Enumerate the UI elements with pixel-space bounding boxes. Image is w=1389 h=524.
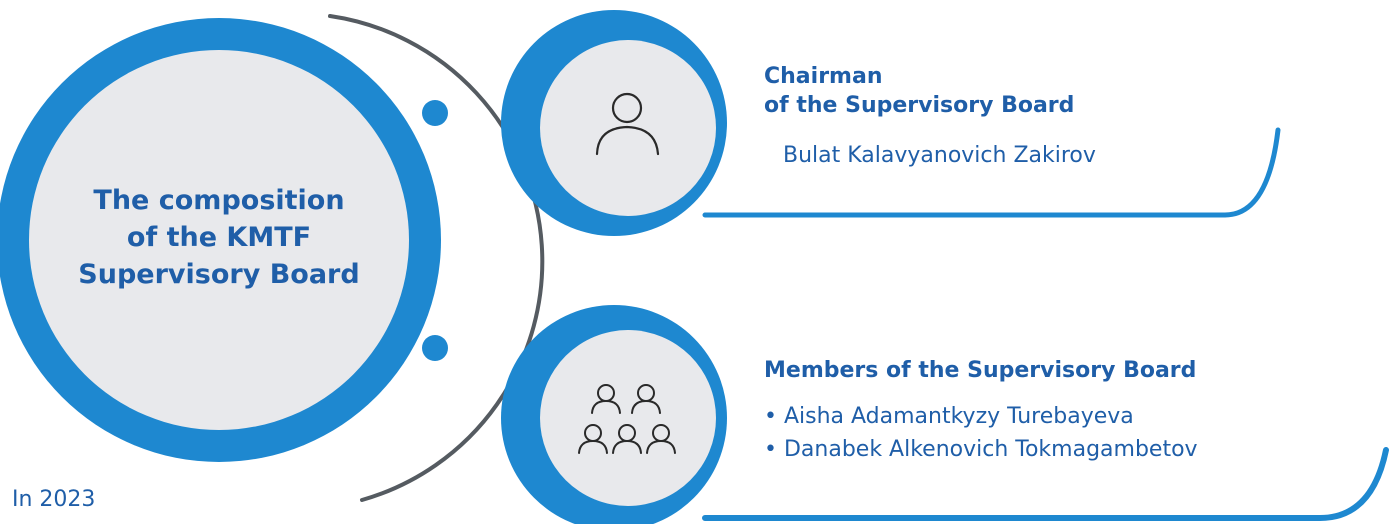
group-icon bbox=[578, 384, 676, 454]
connector-dot-bottom bbox=[422, 335, 448, 361]
outer-arc bbox=[328, 14, 545, 502]
chairman-heading-line: Chairman bbox=[764, 64, 883, 89]
chairman-card-frame bbox=[702, 127, 1281, 218]
chairman-heading-line: of the Supervisory Board bbox=[764, 93, 1075, 118]
year-label: In 2023 bbox=[12, 487, 96, 512]
main-title-line: The composition bbox=[93, 185, 345, 216]
main-title-line: Supervisory Board bbox=[78, 259, 360, 290]
members-card-frame bbox=[702, 447, 1389, 521]
connector-dot-top bbox=[422, 100, 448, 126]
member-name: • Aisha Adamantkyzy Turebayeva bbox=[764, 404, 1134, 429]
members-icon-disc bbox=[540, 330, 716, 506]
member-name: • Danabek Alkenovich Tokmagambetov bbox=[764, 437, 1198, 462]
main-circle-disc bbox=[29, 50, 409, 430]
chairman-name: Bulat Kalavyanovich Zakirov bbox=[783, 143, 1096, 168]
main-title-line: of the KMTF bbox=[126, 222, 312, 253]
chairman-heading: Chairman of the Supervisory Board bbox=[764, 62, 1074, 120]
person-icon bbox=[595, 92, 660, 156]
members-heading: Members of the Supervisory Board bbox=[764, 358, 1197, 383]
main-title: The composition of the KMTF Supervisory … bbox=[58, 182, 380, 293]
